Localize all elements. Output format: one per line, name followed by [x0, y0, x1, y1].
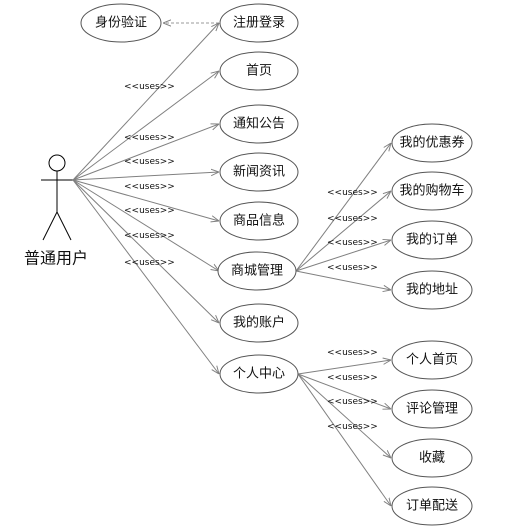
uses-label: <<uses>>: [124, 206, 175, 216]
usecase-news: 新闻资讯: [219, 152, 299, 192]
uses-label: <<uses>>: [327, 188, 378, 198]
uses-label: <<uses>>: [124, 182, 175, 192]
uses-label: <<uses>>: [327, 397, 378, 407]
usecase-mall-admin: 商城管理: [217, 251, 297, 291]
usecase-label: 我的购物车: [399, 183, 464, 199]
uses-label: <<uses>>: [327, 214, 378, 224]
usecase-notice: 通知公告: [219, 104, 299, 144]
mall-admin-edges: [295, 143, 391, 290]
edge-favorites: [297, 373, 391, 458]
edge-mall-admin: [72, 179, 219, 271]
uses-label: <<uses>>: [327, 422, 378, 432]
edge-my-coupons: [295, 143, 391, 272]
usecase-label: 个人首页: [406, 353, 458, 368]
usecase-label: 我的账户: [233, 315, 285, 331]
edge-personal-center: [72, 179, 219, 374]
usecase-label: 身份验证: [95, 15, 147, 31]
uses-label: <<uses>>: [124, 133, 175, 143]
uses-label: <<uses>>: [327, 263, 378, 273]
usecase-favorites: 收藏: [391, 438, 473, 478]
usecase-label: 评论管理: [406, 402, 458, 417]
uses-label: <<uses>>: [124, 157, 175, 167]
usecase-label: 订单配送: [406, 499, 458, 514]
usecase-label: 商品信息: [233, 213, 285, 229]
uses-labels: <<uses>> <<uses>> <<uses>> <<uses>> <<us…: [124, 82, 378, 432]
usecase-label: 通知公告: [233, 116, 285, 132]
edge-news: [72, 172, 219, 181]
edge-my-cart: [295, 191, 391, 272]
usecase-label: 个人中心: [233, 367, 285, 382]
usecase-label: 收藏: [419, 451, 445, 466]
edge-my-orders: [295, 240, 391, 272]
usecase-label: 我的订单: [406, 232, 458, 248]
edge-my-account: [72, 179, 219, 323]
uses-label: <<uses>>: [327, 348, 378, 358]
edge-personal-home: [297, 360, 391, 375]
usecase-personal-center: 个人中心: [219, 354, 299, 394]
edge-review-admin: [297, 373, 391, 409]
usecase-my-address: 我的地址: [391, 270, 473, 310]
usecase-label: 我的优惠券: [399, 135, 464, 151]
edge-order-delivery: [297, 373, 391, 506]
usecase-label: 新闻资讯: [233, 164, 285, 180]
usecase-my-coupons: 我的优惠券: [391, 123, 473, 163]
usecase-personal-home: 个人首页: [391, 340, 473, 380]
usecase-product-info: 商品信息: [219, 201, 299, 241]
usecase-label: 首页: [246, 64, 272, 79]
usecase-label: 我的地址: [406, 282, 458, 298]
edge-notice: [72, 124, 219, 181]
usecase-review-admin: 评论管理: [391, 389, 473, 429]
actor-label: 普通用户: [24, 249, 88, 268]
usecase-register-login: 注册登录: [219, 3, 299, 43]
usecase-home: 首页: [219, 51, 299, 91]
usecase-order-delivery: 订单配送: [391, 486, 473, 526]
edge-my-address: [295, 270, 391, 290]
usecase-label: 注册登录: [233, 16, 285, 31]
edge-register-login: [72, 23, 219, 181]
uses-label: <<uses>>: [124, 258, 175, 268]
edge-product-info: [72, 179, 219, 221]
personal-center-edges: [297, 360, 391, 506]
actor-stick-figure-icon: [41, 154, 73, 241]
usecase-label: 商城管理: [231, 264, 283, 279]
actor: 普通用户: [24, 154, 88, 268]
uses-label: <<uses>>: [327, 238, 378, 248]
uses-label: <<uses>>: [124, 82, 175, 92]
usecase-my-account: 我的账户: [219, 303, 299, 343]
actor-edges: [72, 23, 219, 374]
usecase-my-orders: 我的订单: [391, 220, 473, 260]
edge-home: [72, 71, 219, 181]
uses-label: <<uses>>: [124, 231, 175, 241]
usecase-my-cart: 我的购物车: [391, 171, 473, 211]
uses-label: <<uses>>: [327, 373, 378, 383]
usecase-identity: 身份验证: [80, 3, 162, 43]
